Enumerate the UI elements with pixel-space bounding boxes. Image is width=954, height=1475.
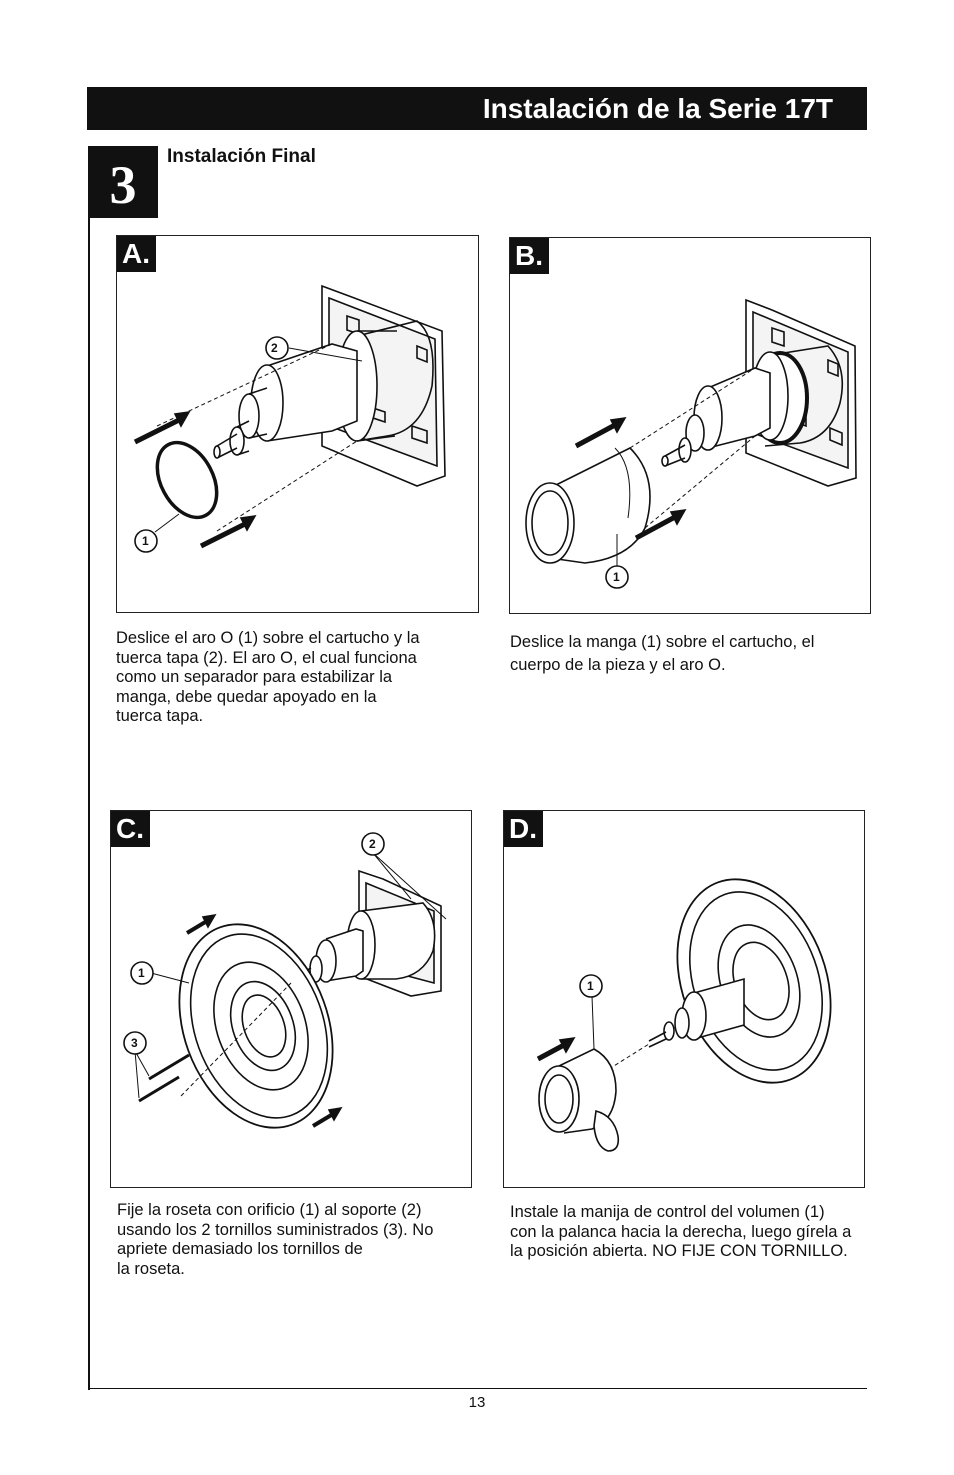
panel-a-illustration: 2 1 A. — [116, 235, 479, 613]
callout-1: 1 — [138, 966, 145, 980]
panel-d-caption: Instale la manija de control del volumen… — [510, 1203, 890, 1262]
caption-line: con la palanca hacia la derecha, luego g… — [510, 1222, 852, 1241]
panel-d-badge: D. — [504, 811, 543, 847]
caption-line: Deslice el aro O (1) sobre el cartucho y… — [116, 629, 420, 647]
caption-line: tuerca tapa (2). El aro O, el cual funci… — [116, 648, 417, 667]
caption-line: cuerpo de la pieza y el aro O. — [510, 656, 726, 674]
callout-1: 1 — [613, 570, 620, 584]
panel-a-caption: Deslice el aro O (1) sobre el cartucho y… — [116, 629, 476, 727]
caption-line: Instale la manija de control del volumen… — [510, 1203, 825, 1221]
panel-c-illustration: 1 2 3 C. — [110, 810, 472, 1188]
panel-c-caption: Fije la roseta con orificio (1) al sopor… — [117, 1201, 477, 1279]
oring-install-drawing — [133, 284, 446, 553]
caption-line: la roseta. — [117, 1259, 185, 1278]
sleeve-install-drawing — [525, 298, 857, 589]
callout-1: 1 — [142, 534, 149, 548]
panel-b-badge: B. — [510, 238, 549, 274]
caption-line: apriete demasiado los tornillos de — [117, 1240, 363, 1258]
caption-line: tuerca tapa. — [116, 707, 204, 725]
step-number: 3 — [88, 146, 158, 218]
handle-install-drawing — [536, 878, 832, 1152]
panel-b-caption: Deslice la manga (1) sobre el cartucho, … — [510, 631, 870, 677]
section-title-bar: Instalación de la Serie 17T — [87, 87, 867, 130]
escutcheon-install-drawing — [123, 832, 447, 1129]
caption-line: usando los 2 tornillos suministrados (3)… — [117, 1220, 434, 1239]
bottom-rule — [88, 1388, 867, 1389]
caption-line: la posición abierta. NO FIJE CON TORNILL… — [510, 1242, 848, 1260]
caption-line: como un separador para estabilizar la — [116, 668, 393, 686]
step-title: Instalación Final — [167, 146, 316, 167]
callout-1: 1 — [587, 979, 594, 993]
panel-a-badge: A. — [117, 236, 156, 272]
caption-line: Fije la roseta con orificio (1) al sopor… — [117, 1201, 422, 1219]
callout-3: 3 — [131, 1036, 138, 1050]
page-number: 13 — [468, 1394, 486, 1411]
section-title: Instalación de la Serie 17T — [482, 93, 833, 124]
caption-line: Deslice la manga (1) sobre el cartucho, … — [510, 633, 815, 651]
panel-d-illustration: 1 D. — [503, 810, 865, 1188]
callout-2: 2 — [369, 837, 376, 851]
panel-b-illustration: 1 B. — [509, 237, 871, 614]
callout-2: 2 — [271, 341, 278, 355]
caption-line: manga, debe quedar apoyado en la — [116, 687, 377, 706]
left-margin-rule — [88, 218, 90, 1390]
panel-c-badge: C. — [111, 811, 150, 847]
